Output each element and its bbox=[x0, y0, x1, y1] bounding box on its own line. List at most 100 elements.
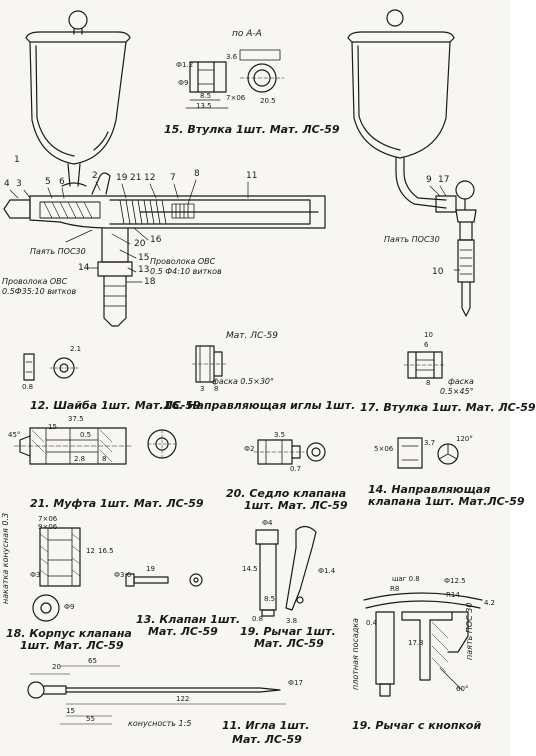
caption-14b: клапана 1шт. Мат.ЛС-59 bbox=[368, 495, 525, 508]
solder-note-right: Паять ПОС30 bbox=[384, 235, 440, 244]
callout-15: 15 bbox=[138, 253, 150, 263]
caption-18b: 1шт. Мат. ЛС-59 bbox=[20, 639, 124, 652]
dim-19k: 60° bbox=[456, 685, 469, 693]
dim-14c: 120° bbox=[456, 435, 473, 443]
chamfer-17a: фаска bbox=[448, 377, 474, 386]
part-21-coupling bbox=[13, 427, 177, 465]
taper-note: конусность 1:5 bbox=[128, 719, 192, 728]
callout-3: 3 bbox=[16, 179, 22, 189]
section-aa-label: по А-А bbox=[232, 29, 262, 39]
callout-11: 11 bbox=[246, 171, 258, 181]
dim-21e: 8 bbox=[102, 455, 107, 463]
solder-note-main: Паять ПОС30 bbox=[30, 247, 86, 256]
part-15-sleeve bbox=[185, 49, 285, 109]
dim-19c: 8.5 bbox=[264, 595, 276, 603]
callout-18: 18 bbox=[144, 277, 156, 287]
dim-16a: 3 bbox=[200, 385, 205, 393]
technical-drawing bbox=[3, 9, 483, 725]
airbrush-rear-view bbox=[347, 9, 477, 317]
dim-17a: 10 bbox=[424, 331, 433, 339]
part-19-lever-with-button bbox=[363, 592, 483, 697]
part-14-valve-guide bbox=[397, 437, 459, 469]
chamfer-17b: 0.5×45° bbox=[440, 387, 474, 396]
dim-19h: R14 bbox=[446, 591, 460, 599]
callout-19: 19 bbox=[116, 173, 128, 183]
part-12-washer bbox=[23, 353, 79, 381]
caption-19c: 19. Рычаг с кнопкой bbox=[352, 719, 482, 732]
part-20-valve-seat bbox=[253, 439, 326, 465]
callout-1: 1 bbox=[14, 155, 20, 165]
wire-note-1a: Проволока ОВС bbox=[150, 257, 216, 266]
callout-14: 14 bbox=[78, 263, 90, 273]
dense-fit-note: плотная посадка bbox=[351, 617, 360, 690]
dim-21b: 15 bbox=[48, 423, 57, 431]
callout-10: 10 bbox=[432, 267, 444, 277]
dim-11c: 122 bbox=[176, 695, 190, 703]
callout-6: 6 bbox=[59, 177, 65, 187]
dim-11e: 55 bbox=[86, 715, 95, 723]
caption-18a: 18. Корпус клапана bbox=[6, 627, 132, 640]
dim-19m: R8 bbox=[390, 585, 400, 593]
callout-9: 9 bbox=[426, 175, 432, 185]
dim-19g: Ф12.5 bbox=[444, 577, 466, 585]
callout-13: 13 bbox=[138, 265, 150, 275]
caption-21: 21. Муфта 1шт. Мат. ЛС-59 bbox=[30, 497, 204, 510]
dim-14a: 5×06 bbox=[374, 445, 394, 453]
callout-20: 20 bbox=[134, 239, 146, 249]
caption-12: 12. Шайба 1шт. Мат.ЛС-59 bbox=[30, 399, 201, 412]
dim-11b: 65 bbox=[88, 657, 97, 665]
dim-19e: Ф1.4 bbox=[318, 567, 336, 575]
part-19-lever bbox=[255, 525, 317, 617]
dim-19f: 3.8 bbox=[286, 617, 298, 625]
part-17-sleeve bbox=[403, 351, 447, 379]
callout-5: 5 bbox=[45, 177, 51, 187]
dim-11d: 15 bbox=[66, 707, 75, 715]
wire-note-2a: Проволока ОВС bbox=[2, 277, 68, 286]
dim-18e: Ф3 bbox=[30, 571, 41, 579]
caption-11a: 11. Игла 1шт. bbox=[222, 719, 310, 732]
knurl-note: накатка конусная 0.3 bbox=[1, 512, 10, 604]
dim-15f: 20.5 bbox=[260, 97, 276, 105]
caption-17: 17. Втулка 1шт. Мат. ЛС-59 bbox=[360, 401, 536, 414]
dim-17b: 6 bbox=[424, 341, 429, 349]
caption-15: 15. Втулка 1шт. Мат. ЛС-59 bbox=[164, 123, 340, 136]
dim-15d: 13.5 bbox=[196, 102, 212, 110]
callout-16: 16 bbox=[150, 235, 162, 245]
dim-14b: 3.7 bbox=[424, 439, 436, 447]
dim-13a: 19 bbox=[146, 565, 155, 573]
dim-13b: Ф3.6 bbox=[114, 571, 132, 579]
dim-19l: шаг 0.8 bbox=[392, 575, 420, 583]
part-16-needle-guide bbox=[191, 345, 229, 383]
dim-21a: 37.5 bbox=[68, 415, 84, 423]
callout-12: 12 bbox=[144, 173, 156, 183]
dim-15c: 8.5 bbox=[200, 92, 212, 100]
callout-7: 7 bbox=[170, 173, 176, 183]
solder-pos-note: паять ПОС 30 bbox=[465, 602, 474, 660]
caption-14a: 14. Направляющая bbox=[368, 483, 491, 496]
dim-18a: 7×06 bbox=[38, 515, 58, 523]
caption-20b: 1шт. Мат. ЛС-59 bbox=[244, 499, 348, 512]
dim-16b: 8 bbox=[214, 385, 219, 393]
dim-18b: 9×06 bbox=[38, 523, 58, 531]
wire-note-2b: 0.5Ф35:10 витков bbox=[2, 287, 77, 296]
dim-21f: 45° bbox=[8, 431, 21, 439]
dim-19j: 17.3 bbox=[408, 639, 424, 647]
dim-19n: 0.4 bbox=[366, 619, 378, 627]
dim-19b: 14.5 bbox=[242, 565, 258, 573]
dim-18d: 16.5 bbox=[98, 547, 114, 555]
dim-17c: 8 bbox=[426, 379, 431, 387]
dim-20b: 0.7 bbox=[290, 465, 302, 473]
dim-15a: 3.6 bbox=[226, 53, 238, 61]
caption-20a: 20. Седло клапана bbox=[226, 487, 347, 500]
part-13-valve bbox=[125, 573, 203, 587]
dim-18c: 12 bbox=[86, 547, 95, 555]
dim-21d: 2.8 bbox=[74, 455, 86, 463]
caption-16: 16. Направляющая иглы 1шт. bbox=[164, 399, 356, 412]
dim-20a: 3.5 bbox=[274, 431, 286, 439]
dim-12a: 2.1 bbox=[70, 345, 82, 353]
airbrush-side-view bbox=[3, 10, 326, 327]
caption-19b: Мат. ЛС-59 bbox=[254, 637, 324, 650]
dim-11a: 20 bbox=[52, 663, 61, 671]
dim-19d: 0.8 bbox=[252, 615, 264, 623]
